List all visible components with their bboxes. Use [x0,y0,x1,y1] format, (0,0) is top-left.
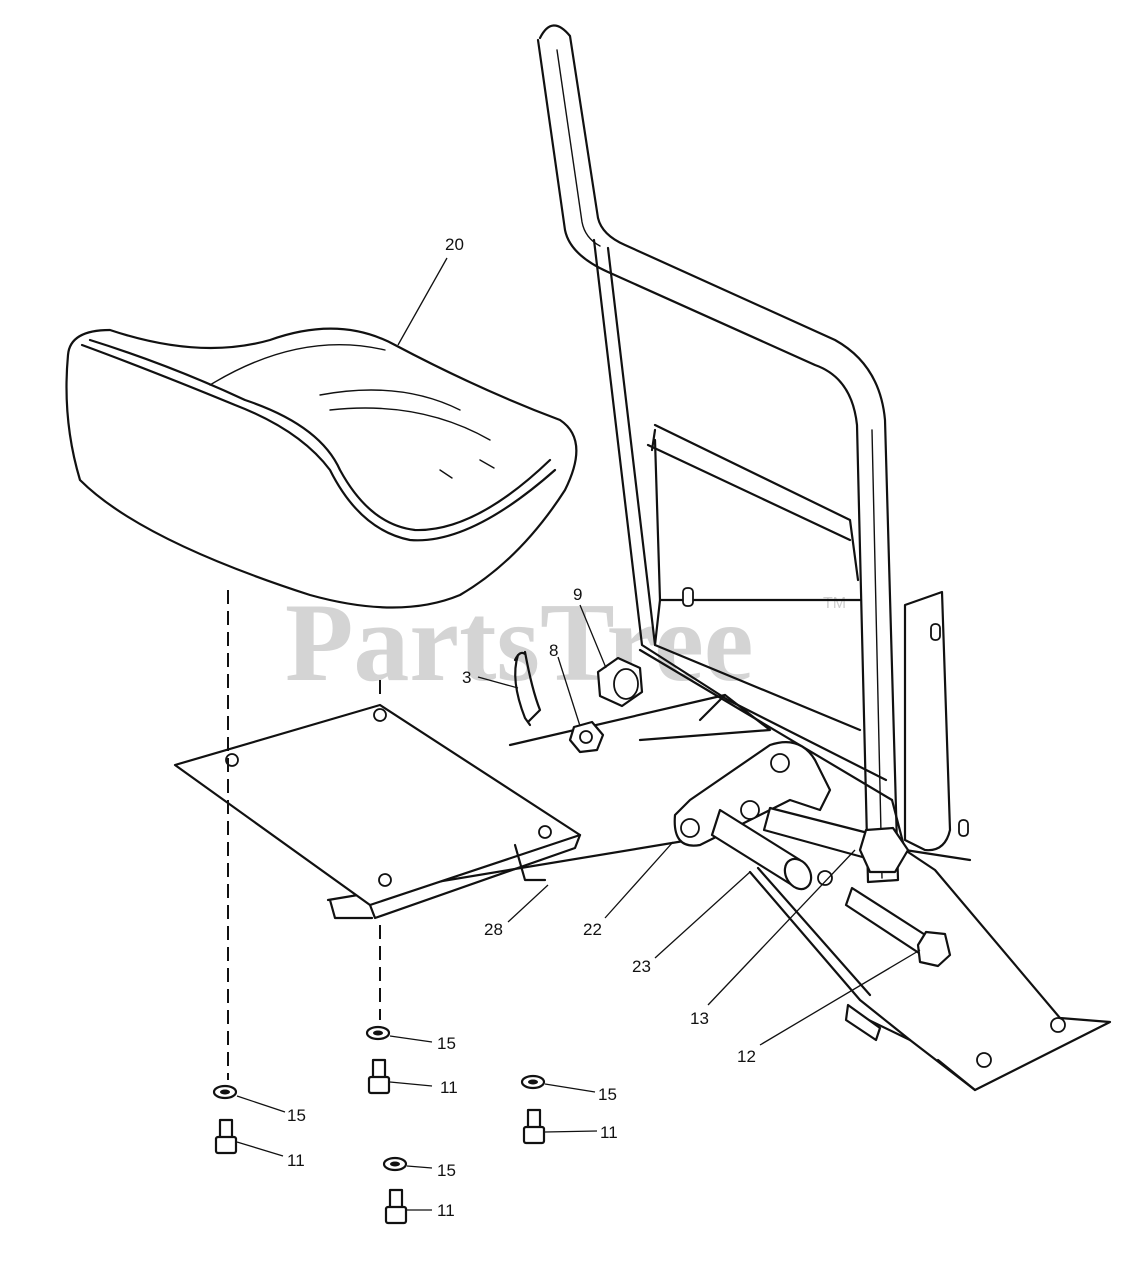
callout-pin: 23 [632,957,651,976]
pivot-pin [710,808,813,891]
callout-screw-c: 11 [600,1123,618,1142]
callout-screw-b: 11 [440,1078,458,1097]
callout-seat: 20 [445,235,464,254]
callout-washer-a: 15 [287,1106,306,1125]
screw-c [522,1108,546,1145]
washer-d [382,1156,408,1172]
callout-washer-c: 15 [598,1085,617,1104]
seat [65,327,578,609]
lower-bolt [844,886,952,968]
nut-large [596,656,644,708]
callout-screw-d: 11 [437,1201,455,1220]
callout-screw-a: 11 [287,1151,305,1170]
callout-pivot-plate: 22 [583,920,602,939]
seat-plate [173,703,582,920]
washer-a [212,1084,238,1100]
washer-c [520,1074,546,1090]
pivot-plate [673,741,833,886]
washer-b [365,1025,391,1041]
callout-seat-plate: 28 [484,920,503,939]
watermark-trademark: TM [823,595,846,612]
callout-washer-b: 15 [437,1034,456,1053]
callout-bolt-upper: 13 [690,1009,709,1028]
callout-nut-small: 8 [549,641,558,660]
hairpin-clip [513,650,542,727]
callout-bolt-lower: 12 [737,1047,756,1066]
callout-hairpin-clip: 3 [462,668,471,687]
callout-washer-d: 15 [437,1161,456,1180]
screw-a [214,1118,238,1155]
screw-b [367,1058,391,1095]
backrest-frame [536,24,1112,1092]
leader-lines [236,257,921,1211]
screw-d [384,1188,408,1225]
upper-bolt [762,806,910,874]
nut-small [568,720,605,754]
callout-nut-large: 9 [573,585,582,604]
